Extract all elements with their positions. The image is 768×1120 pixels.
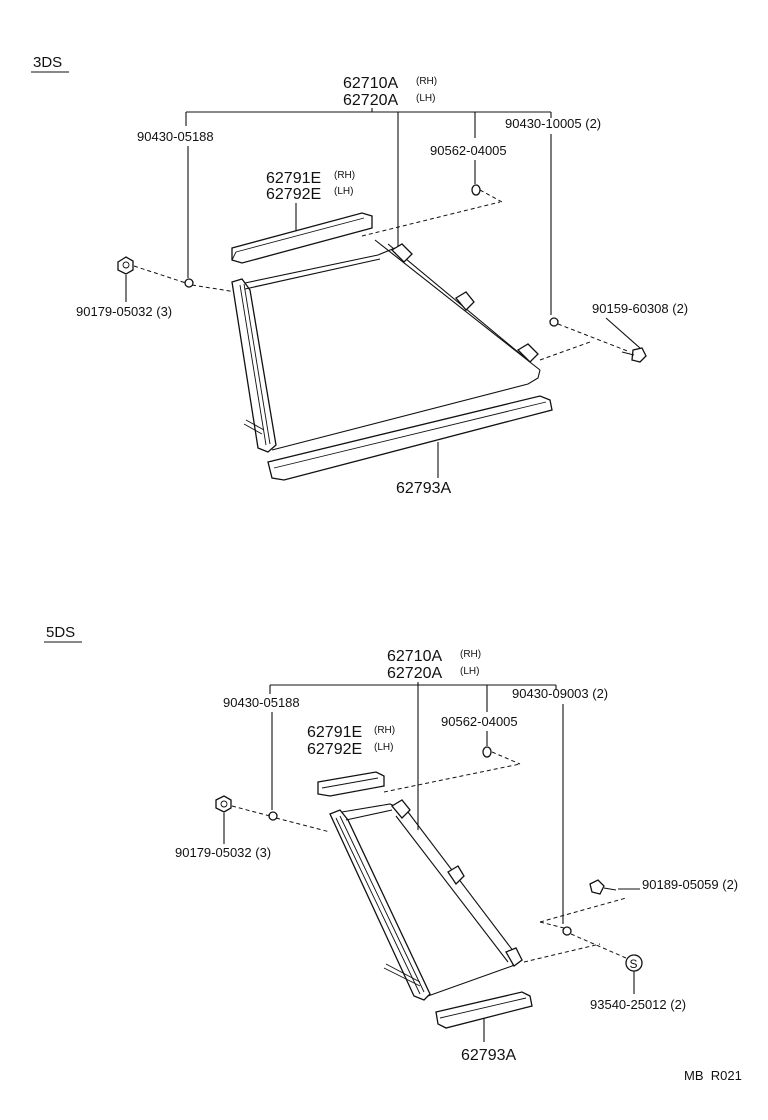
screw-dash-a — [523, 943, 601, 963]
bolt-icon — [589, 879, 617, 895]
bolt-dash-b — [539, 921, 565, 929]
section-heading: 3DS — [33, 54, 62, 71]
upper-rh-part-number: 62791E — [307, 724, 362, 741]
assembly-rh-tag: (RH) — [460, 649, 481, 660]
grommet-left-label: 90430-05188 — [137, 129, 214, 144]
mid-dash-a — [361, 201, 501, 237]
screw-icon: S — [625, 954, 643, 972]
assembly-lh-part-number: 62720A — [387, 665, 442, 682]
screw-label: 93540-25012 (2) — [590, 997, 686, 1012]
grommet-left-label: 90430-05188 — [223, 695, 300, 710]
section-heading: 5DS — [46, 624, 75, 641]
nut-label: 90179-05032 (3) — [76, 304, 172, 319]
grommet-right — [562, 926, 572, 936]
grommet-left — [184, 278, 194, 288]
upper-lh-tag: (LH) — [334, 186, 353, 197]
nut-dash-2 — [275, 817, 331, 833]
mid-dash-b — [479, 189, 503, 203]
upper-lh-part-number: 62792E — [307, 741, 362, 758]
nut-label: 90179-05032 (3) — [175, 845, 271, 860]
bolt-icon — [621, 347, 647, 363]
lower-rail-piece — [435, 991, 533, 1029]
assembly-rh-part-number: 62710A — [343, 75, 398, 92]
grommet-mid — [471, 184, 481, 196]
bolt-dash-a — [539, 341, 591, 361]
grommet-mid-label: 90562-04005 — [441, 714, 518, 729]
bolt-label: 90159-60308 (2) — [592, 301, 688, 316]
nut-dash — [231, 805, 271, 817]
bolt-label: 90189-05059 (2) — [642, 877, 738, 892]
bolt-dash-a — [539, 897, 627, 923]
assembly-lh-tag: (LH) — [416, 93, 435, 104]
window-frame-assembly — [231, 239, 541, 453]
upper-rh-tag: (RH) — [374, 725, 395, 736]
nut-dash — [133, 265, 187, 284]
window-frame-assembly — [329, 799, 523, 1001]
upper-trim-piece — [317, 771, 385, 797]
bolt-dash-b — [557, 323, 631, 353]
section-5ds: 5DS 62710A (RH) 62720A (LH) 90430-05188 … — [44, 624, 738, 1064]
grommet-right — [549, 317, 559, 327]
upper-lh-tag: (LH) — [374, 742, 393, 753]
grommet-right-label: 90430-10005 (2) — [505, 116, 601, 131]
upper-trim-piece — [231, 212, 373, 264]
grommet-right-label: 90430-09003 (2) — [512, 686, 608, 701]
nut-icon — [117, 256, 134, 275]
lower-rail-label: 62793A — [461, 1047, 516, 1064]
assembly-bracket — [269, 682, 557, 830]
assembly-lh-tag: (LH) — [460, 666, 479, 677]
footer-code: MB R021 — [684, 1068, 742, 1083]
mid-dash-a — [383, 763, 521, 793]
lower-rail-label: 62793A — [396, 480, 451, 497]
mid-dash-b — [491, 751, 521, 765]
nut-dash-2 — [191, 284, 237, 293]
nut-icon — [215, 795, 232, 813]
grommet-mid-label: 90562-04005 — [430, 143, 507, 158]
assembly-rh-tag: (RH) — [416, 76, 437, 87]
upper-lh-part-number: 62792E — [266, 186, 321, 203]
screw-dash-b — [570, 933, 627, 959]
upper-rh-tag: (RH) — [334, 170, 355, 181]
upper-rh-part-number: 62791E — [266, 170, 321, 187]
section-3ds: 3DS 62710A (RH) 62720A (LH) 90430-05188 … — [31, 54, 688, 497]
grommet-mid — [482, 746, 492, 758]
screw-symbol: S — [630, 957, 638, 971]
lower-rail-piece — [267, 395, 553, 481]
assembly-lh-part-number: 62720A — [343, 92, 398, 109]
grommet-left — [268, 811, 278, 821]
assembly-rh-part-number: 62710A — [387, 648, 442, 665]
assembly-bracket — [185, 108, 552, 248]
bolt-leader — [605, 317, 641, 349]
